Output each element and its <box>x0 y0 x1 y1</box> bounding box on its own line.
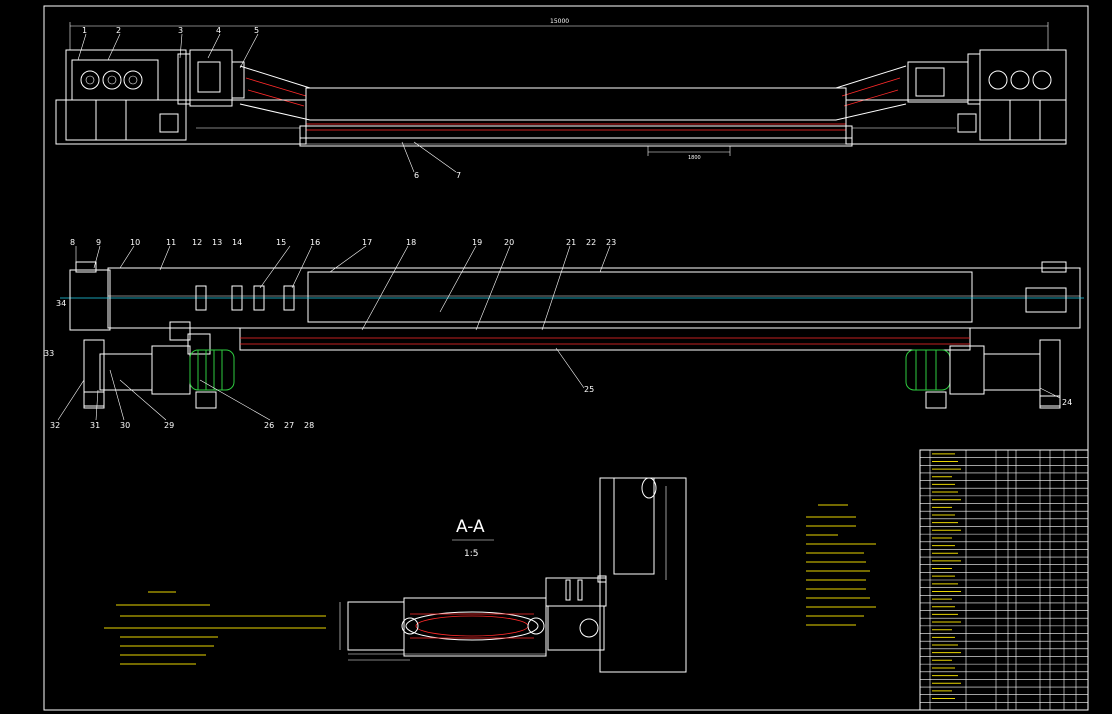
part-number: 8 <box>70 238 75 247</box>
part-number: 6 <box>414 171 419 180</box>
part-number: 12 <box>192 238 202 247</box>
parts-list-table <box>919 449 1089 711</box>
part-number: 3 <box>178 26 183 35</box>
part-number: 31 <box>90 421 100 430</box>
part-number: 4 <box>216 26 221 35</box>
part-number: 11 <box>166 238 176 247</box>
part-number: 29 <box>164 421 174 430</box>
part-number: 7 <box>456 171 461 180</box>
top-view-part-numbers: 1 2 3 4 5 6 7 <box>82 26 461 180</box>
part-number: 15 <box>276 238 286 247</box>
part-number: 5 <box>254 26 259 35</box>
part-number: 16 <box>310 238 320 247</box>
front-view <box>60 261 1084 409</box>
part-number: 19 <box>472 238 482 247</box>
front-view-part-numbers: 8 9 10 11 12 13 14 15 16 17 18 19 20 21 … <box>44 238 1072 430</box>
part-number: 1 <box>82 26 87 35</box>
section-a-a: A-A 1:5 <box>339 477 687 673</box>
part-number: 33 <box>44 349 54 358</box>
part-number: 24 <box>1062 398 1072 407</box>
part-number: 20 <box>504 238 514 247</box>
part-number: 34 <box>56 299 66 308</box>
drawing-border <box>43 5 1089 711</box>
part-number: 28 <box>304 421 314 430</box>
part-number: 32 <box>50 421 60 430</box>
part-number: 25 <box>584 385 594 394</box>
part-number: 23 <box>606 238 616 247</box>
part-number: 10 <box>130 238 140 247</box>
overall-dimension: 15000 <box>550 18 569 25</box>
part-number: 14 <box>232 238 242 247</box>
part-number: 27 <box>284 421 294 430</box>
main-parameters <box>806 504 876 626</box>
part-number: 26 <box>264 421 274 430</box>
part-number: 9 <box>96 238 101 247</box>
part-number: 17 <box>362 238 372 247</box>
top-view: 15000 1800 <box>55 18 1067 161</box>
part-number: 18 <box>406 238 416 247</box>
technical-requirements <box>104 591 326 665</box>
part-number: 21 <box>566 238 576 247</box>
sub-dimension: 1800 <box>688 155 701 161</box>
part-number: 30 <box>120 421 130 430</box>
part-number: 2 <box>116 26 121 35</box>
part-number: 13 <box>212 238 222 247</box>
leader-lines <box>57 33 1061 421</box>
part-number: 22 <box>586 238 596 247</box>
section-title: A-A <box>456 517 485 537</box>
section-scale: 1:5 <box>464 549 478 559</box>
